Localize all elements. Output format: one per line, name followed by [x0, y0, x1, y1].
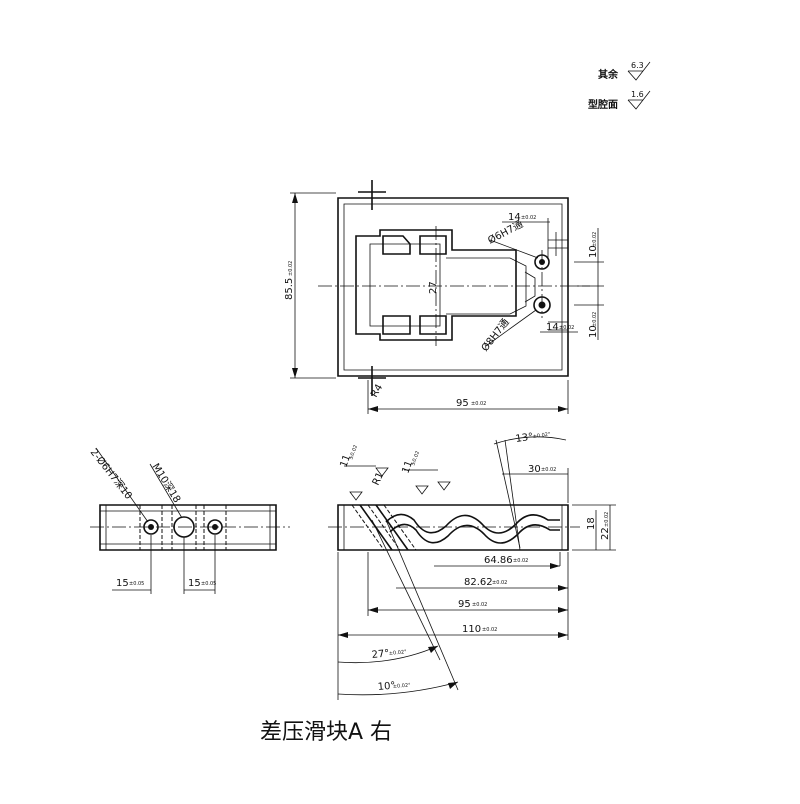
wave-cavity: [385, 513, 560, 534]
datum-cross-icon: [358, 180, 386, 210]
leader-line: [95, 447, 149, 523]
dim-11-b-tol: ±0.02: [410, 450, 421, 466]
angle-27-tol: ±0.02°: [389, 649, 408, 657]
dim-15-right-tol: ±0.05: [201, 581, 216, 587]
angled-face: [504, 439, 521, 551]
hole-fill: [148, 524, 154, 530]
slot-inner: [369, 243, 441, 327]
roughness-marker-icon: [349, 467, 451, 501]
arrowhead-icon: [428, 646, 438, 653]
drawing-title: 差压滑块A 右: [260, 720, 392, 745]
side-view-chamfer: [100, 505, 276, 550]
top-view-outline: [337, 197, 569, 377]
hole-6h7-icon: [207, 519, 223, 535]
hole-6-label: Ø6H7通: [486, 218, 525, 246]
dim-15-right: 15: [188, 578, 201, 589]
dim-10-bottom-tol: ±0.02: [592, 312, 598, 327]
height-dim: 85.5: [284, 278, 295, 300]
dim-14-bottom-tol: ±0.02: [559, 325, 574, 331]
top-view-chamfer: [343, 203, 563, 371]
dim-110-tol: ±0.02: [482, 627, 497, 633]
slot-center-label: 27: [428, 281, 439, 294]
dim-14-top-tol: ±0.02: [521, 215, 536, 221]
arrowhead-icon: [558, 585, 568, 591]
width-dim: 95: [456, 398, 469, 409]
leader-line: [489, 239, 539, 259]
vent-notch: [548, 232, 568, 331]
dim-11-a-tol: ±0.02: [348, 444, 359, 460]
dim-11-a: 11: [338, 453, 353, 469]
angle-10: 10°: [377, 680, 396, 693]
angle-10-tol: ±0.02°: [393, 682, 412, 690]
roughness-label-other: 其余: [598, 68, 619, 81]
thread-note: M10深18: [149, 461, 183, 505]
dim-11-b: 11: [400, 459, 415, 475]
height-tol: ±0.02: [288, 261, 294, 276]
dim-110: 110: [462, 624, 481, 635]
roughness-block: 其余 6.3 型腔面 1.6: [588, 61, 651, 111]
dim-95: 95: [458, 599, 471, 610]
angle-27: 27°: [371, 648, 390, 661]
front-view: 13° ±0.02° 30 ±0.02 11 ±0.02 11 ±0.02 R1…: [328, 431, 616, 700]
wave-cavity: [389, 523, 560, 544]
leader-line: [149, 463, 183, 519]
radius-label: R1: [371, 471, 387, 488]
angle-ray: [371, 519, 441, 661]
hole-6h7-icon: [143, 519, 159, 535]
side-view: 2-Ø6H7深10 M10深18 15 ±0.05 15 ±0.05: [88, 446, 290, 594]
angle-13-tol: ±0.02°: [532, 431, 551, 439]
dim-82.62-tol: ±0.02: [492, 580, 507, 586]
roughness-value-cavity: 1.6: [631, 90, 644, 99]
dim-14-top: 14: [508, 212, 521, 223]
dim-10-top-tol: ±0.02: [592, 232, 598, 247]
top-view: 27 85.5 ±0.02 95 ±0.02 R4 14 ±0.02 14 ±0…: [284, 180, 604, 414]
angle-13: 13°: [515, 432, 534, 445]
extension-line: [495, 439, 521, 549]
hidden-line: [351, 504, 417, 551]
hole-8-label: Ø8H7通: [479, 316, 512, 353]
dim-30: 30: [528, 464, 541, 475]
dim-15-left-tol: ±0.05: [129, 581, 144, 587]
dim-95-tol: ±0.02: [472, 602, 487, 608]
slot-ear-right-top: [419, 235, 447, 255]
hole-note: 2-Ø6H7深10: [88, 446, 135, 501]
dim-14-bottom: 14: [546, 322, 559, 333]
dim-82.62: 82.62: [464, 577, 493, 588]
roughness-value-other: 6.3: [631, 61, 644, 70]
angle-ray: [385, 519, 459, 691]
datum-cross-icon: [358, 366, 386, 396]
slot-ear-left-bottom: [382, 315, 411, 335]
slot-ear-right-bottom: [419, 315, 447, 335]
dim-18: 18: [586, 517, 597, 530]
angle-arc: [337, 681, 459, 696]
dim-15-left: 15: [116, 578, 129, 589]
v-groove: [524, 271, 536, 303]
dim-22: 22: [600, 527, 611, 540]
front-view-chamfer: [343, 505, 563, 550]
dim-64.86-tol: ±0.02: [513, 558, 528, 564]
slot-pocket: [355, 229, 517, 341]
leader-line: [485, 309, 537, 347]
angle-arc: [337, 645, 439, 664]
slot-ear-left-top: [382, 235, 411, 255]
dim-10-top: 10: [588, 245, 599, 258]
roughness-label-cavity: 型腔面: [588, 98, 618, 111]
front-view-outline: [337, 504, 569, 551]
dim-64.86: 64.86: [484, 555, 513, 566]
width-tol: ±0.02: [471, 401, 486, 407]
dim-30-tol: ±0.02: [541, 467, 556, 473]
dim-22-tol: ±0.02: [604, 512, 610, 527]
hole-fill: [212, 524, 218, 530]
arrowhead-icon: [550, 563, 560, 569]
side-view-outline: [99, 504, 277, 551]
dim-10-bottom: 10: [588, 325, 599, 338]
roughness-symbol-icon: [627, 90, 651, 110]
roughness-symbol-icon: [627, 61, 651, 81]
arrowhead-icon: [448, 682, 458, 689]
angle-arc: [493, 436, 567, 445]
